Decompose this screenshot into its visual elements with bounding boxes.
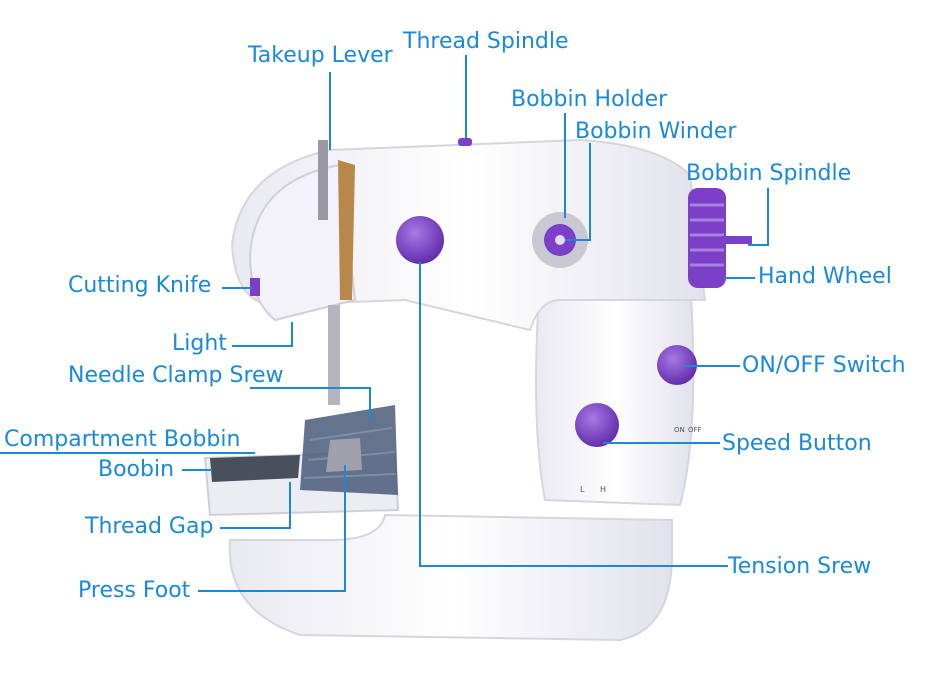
- leader-press-foot: [198, 465, 346, 592]
- presser-foot: [326, 438, 362, 472]
- takeup-lever-shape: [318, 140, 328, 220]
- speed-low-mark: L: [580, 485, 585, 494]
- leader-bobbin-spindle: [748, 188, 769, 246]
- leader-bobbin-winder: [565, 143, 591, 241]
- leader-lines: [0, 55, 769, 592]
- leader-needle-clamp: [250, 387, 371, 420]
- hand-wheel-shape: [688, 188, 726, 288]
- label-bobbin-winder: Bobbin Winder: [575, 119, 737, 144]
- thread-spindle-pin: [458, 138, 472, 146]
- machine-illustration: ON OFF L H: [203, 138, 752, 642]
- label-tension-srew: Tension Srew: [728, 554, 872, 579]
- label-thread-spindle: Thread Spindle: [403, 29, 569, 54]
- label-needle-clamp-srew: Needle Clamp Srew: [68, 363, 284, 388]
- on-off-switch-knob: [657, 345, 697, 385]
- switch-on-mark: ON: [674, 426, 685, 434]
- label-speed-button: Speed Button: [722, 431, 872, 456]
- label-press-foot: Press Foot: [78, 578, 191, 603]
- label-compartment-bobbin: Compartment Bobbin: [4, 427, 241, 452]
- switch-off-mark: OFF: [688, 426, 702, 434]
- label-on-off-switch: ON/OFF Switch: [742, 353, 906, 378]
- label-takeup-lever: Takeup Lever: [248, 43, 393, 68]
- label-hand-wheel: Hand Wheel: [758, 264, 892, 289]
- machine-base: [228, 513, 673, 642]
- bobbin-cover: [210, 455, 300, 482]
- speed-high-mark: H: [600, 485, 606, 494]
- label-light: Light: [172, 331, 227, 356]
- cutting-knife-shape: [250, 278, 260, 296]
- tension-plate: [338, 160, 355, 300]
- speed-button-knob: [575, 403, 619, 447]
- label-bobbin-holder: Bobbin Holder: [511, 87, 668, 112]
- leader-light: [232, 322, 293, 347]
- leader-tension-srew: [419, 262, 728, 567]
- machine-pillar: [535, 279, 695, 507]
- label-thread-gap: Thread Gap: [85, 514, 214, 539]
- label-cutting-knife: Cutting Knife: [68, 273, 212, 298]
- label-boobin: Boobin: [98, 457, 175, 482]
- needle-bar: [328, 305, 340, 405]
- tension-knob: [396, 216, 444, 264]
- leader-thread-gap: [220, 482, 291, 529]
- label-bobbin-spindle: Bobbin Spindle: [686, 161, 852, 186]
